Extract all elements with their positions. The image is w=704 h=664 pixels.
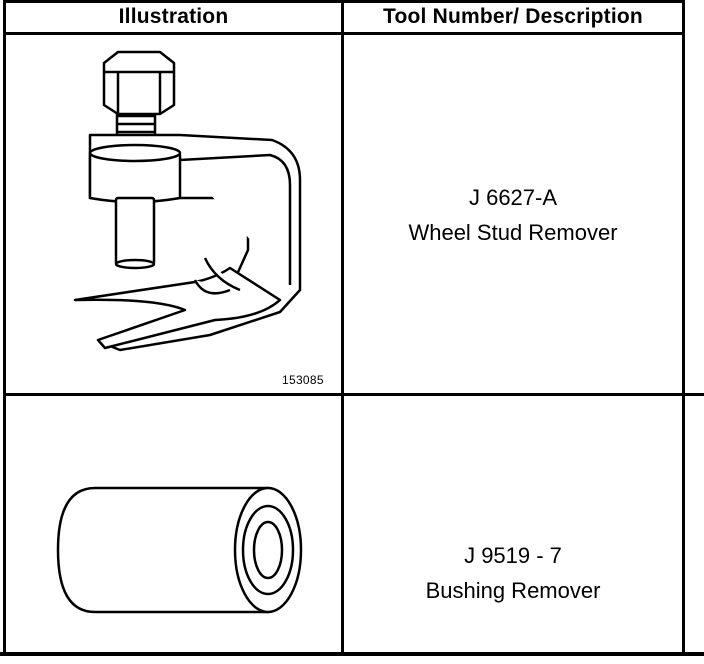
row-divider — [3, 393, 704, 396]
table-right-border — [682, 0, 685, 656]
tool-description-cell: J 6627-A Wheel Stud Remover — [344, 180, 682, 250]
table-bottom-border — [0, 652, 704, 656]
tool-description-cell: J 9519 - 7 Bushing Remover — [344, 538, 682, 608]
tool-description: Wheel Stud Remover — [408, 220, 618, 245]
table-left-border — [3, 0, 6, 656]
tool-description: Bushing Remover — [425, 578, 601, 603]
tool-number: J 9519 - 7 — [464, 543, 562, 568]
tool-number: J 6627-A — [468, 185, 558, 210]
header-tool-description: Tool Number/ Description — [383, 5, 643, 28]
header-illustration: Illustration — [118, 5, 229, 28]
column-divider — [341, 0, 344, 656]
wheel-stud-remover-icon — [73, 50, 302, 352]
bushing-remover-icon — [56, 486, 303, 614]
illustration-code: 153085 — [282, 373, 324, 387]
